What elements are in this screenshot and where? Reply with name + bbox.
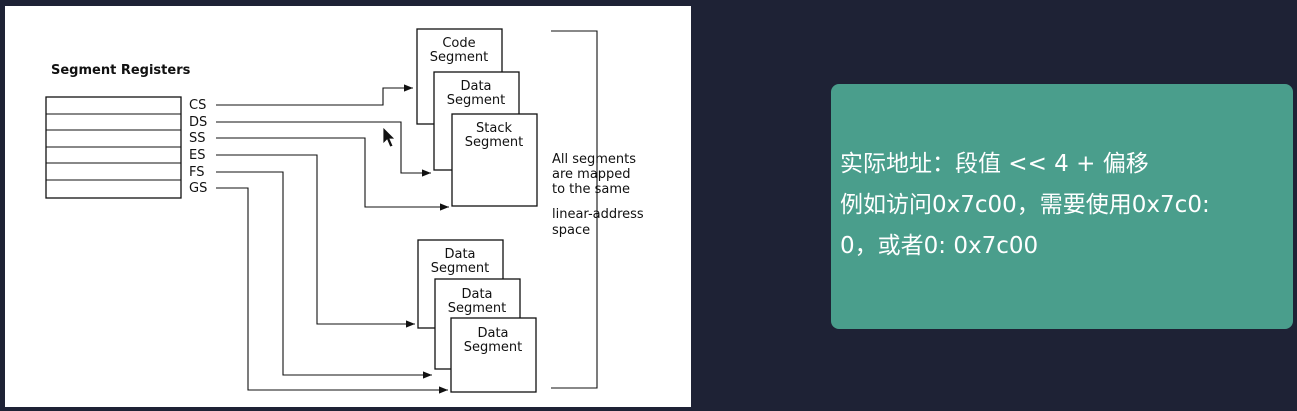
stack-segment-label-2: Segment [465, 135, 524, 150]
mouse-pointer-icon [382, 126, 396, 148]
stack-segment-box [451, 113, 538, 207]
register-label-gs: GS [189, 181, 207, 196]
note-line-4: linear-address [552, 207, 644, 222]
code-segment-label-1: Code [442, 36, 475, 51]
data-segment-c-label-1: Data [477, 326, 508, 341]
segment-bracket [551, 30, 598, 389]
register-label-fs: FS [189, 165, 205, 180]
data-segment-a-label-2: Segment [431, 261, 490, 276]
register-label-cs: CS [189, 98, 206, 113]
note-line-2: are mapped [552, 167, 631, 182]
data-segment-c-label-2: Segment [464, 340, 523, 355]
data-segment-b-label-1: Data [461, 287, 492, 302]
note-formula-line: 实际地址：段值 << 4 + 偏移 [840, 151, 1149, 177]
register-label-es: ES [189, 148, 205, 163]
register-label-ds: DS [189, 115, 207, 130]
note-line-3: to the same [552, 182, 630, 197]
data-segment-c-box [450, 317, 537, 393]
note-example-line: 例如访问0x7c00，需要使用0x7c0: [840, 192, 1210, 218]
register-table [45, 96, 182, 199]
code-segment-label-2: Segment [430, 50, 489, 65]
segment-diagram-panel: Segment Registers CS DS SS ES FS GS Code… [5, 6, 691, 407]
stack-segment-label-1: Stack [476, 121, 512, 136]
data-segment-top-label-2: Segment [447, 93, 506, 108]
register-connectors [216, 84, 449, 394]
note-line-5: space [552, 223, 590, 238]
register-label-ss: SS [189, 131, 206, 146]
data-segment-a-label-1: Data [444, 247, 475, 262]
note-alternative-line: 0，或者0: 0x7c00 [840, 233, 1039, 259]
segment-diagram: Segment Registers CS DS SS ES FS GS Code… [45, 28, 644, 394]
address-note-card: 实际地址：段值 << 4 + 偏移 例如访问0x7c00，需要使用0x7c0: … [831, 84, 1293, 329]
diagram-title: Segment Registers [51, 63, 191, 78]
note-line-1: All segments [552, 152, 636, 167]
data-segment-top-label-1: Data [460, 79, 491, 94]
data-segment-b-label-2: Segment [448, 301, 507, 316]
